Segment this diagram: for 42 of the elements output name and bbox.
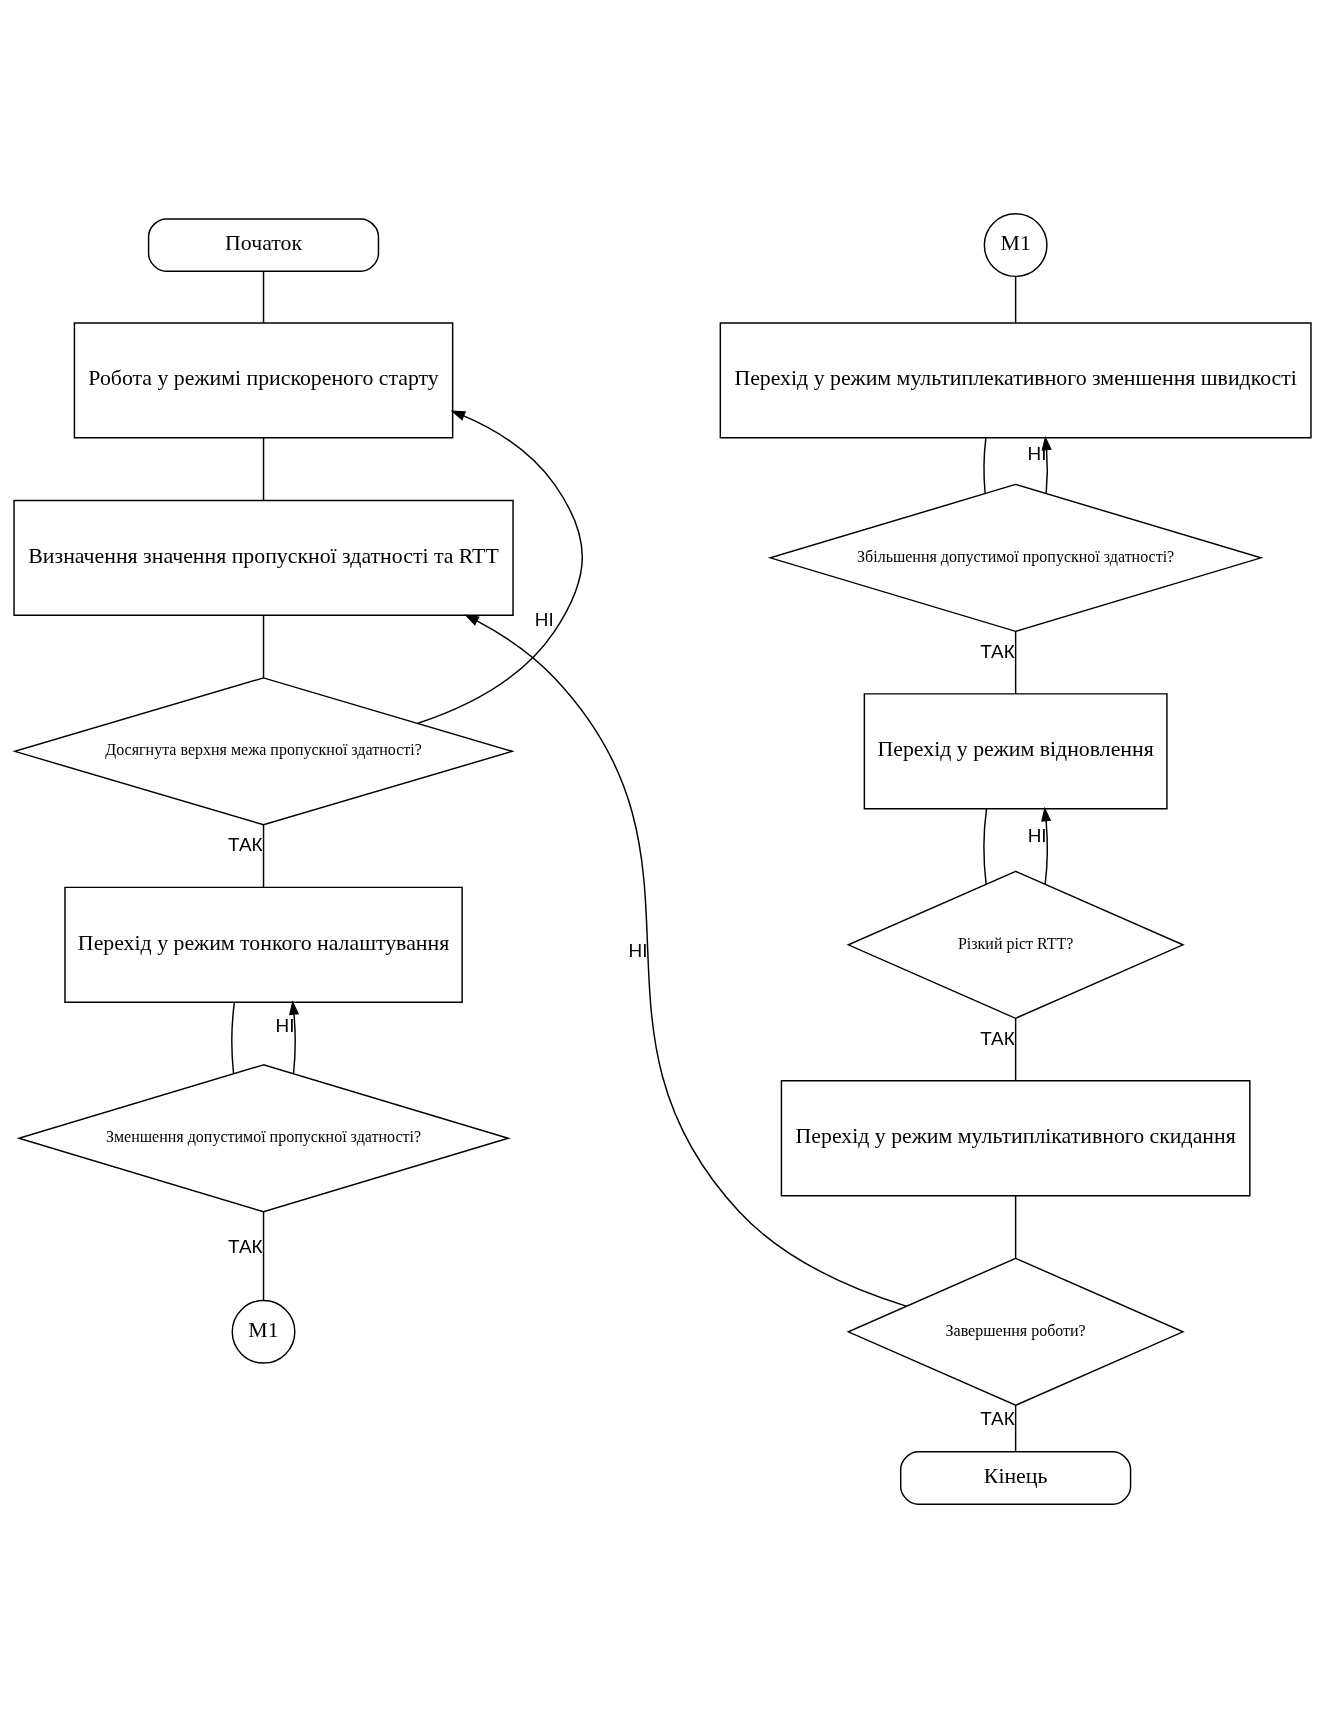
connector	[262, 1211, 265, 1301]
node-diamond: Збільшення допустимої пропускної здатності?	[767, 483, 1264, 633]
connector	[262, 614, 265, 679]
arrow	[464, 614, 907, 1307]
node-box: Перехід у режим мультиплекативного зменшення швидкості	[719, 322, 1312, 439]
connector	[231, 1001, 236, 1075]
node-box: Початок	[147, 218, 380, 272]
node-box: Кінець	[900, 1451, 1132, 1505]
connector	[1014, 1017, 1017, 1082]
edge-label: ТАК	[980, 1407, 1015, 1429]
node-diamond: Досягнута верхня межа пропускної здатності?	[12, 677, 515, 826]
connector	[262, 824, 265, 888]
connector	[262, 437, 265, 502]
arrow	[288, 1000, 300, 1075]
node-box: Визначення значення пропускної здатності та RTT	[13, 499, 514, 617]
connector	[1014, 1404, 1017, 1453]
connector	[1014, 630, 1017, 695]
arrow	[1041, 806, 1052, 886]
node-diamond: Зменшення допустимої пропускної здатності?	[16, 1064, 511, 1213]
edge-label: ТАК	[980, 1027, 1015, 1049]
edge-label: НІ	[1027, 824, 1047, 846]
edge-label: НІ	[534, 609, 554, 631]
node-circle: M1	[983, 213, 1048, 278]
node-box: Робота у режимі прискореного старту	[73, 322, 454, 439]
arrow	[417, 410, 584, 725]
node-box: Перехід у режим відновлення	[863, 693, 1168, 810]
connector	[983, 808, 988, 886]
node-box: Перехід у режим тонкого налаштування	[64, 886, 463, 1003]
node-diamond: Завершення роботи?	[846, 1257, 1185, 1407]
arrow	[1041, 435, 1052, 494]
connector	[262, 270, 265, 324]
edge-label: ТАК	[980, 640, 1015, 662]
edge-label: НІ	[628, 939, 648, 961]
edge-label: ТАК	[228, 1236, 263, 1258]
connector	[983, 437, 987, 494]
connector	[1014, 1195, 1017, 1260]
edge-label: ТАК	[228, 834, 263, 856]
node-circle: M1	[231, 1299, 296, 1364]
connector	[1014, 275, 1017, 324]
node-box: Перехід у режим мультиплікативного скидання	[780, 1080, 1251, 1197]
edge-label: НІ	[275, 1015, 295, 1037]
node-diamond: Різкий ріст RTT?	[846, 870, 1185, 1020]
